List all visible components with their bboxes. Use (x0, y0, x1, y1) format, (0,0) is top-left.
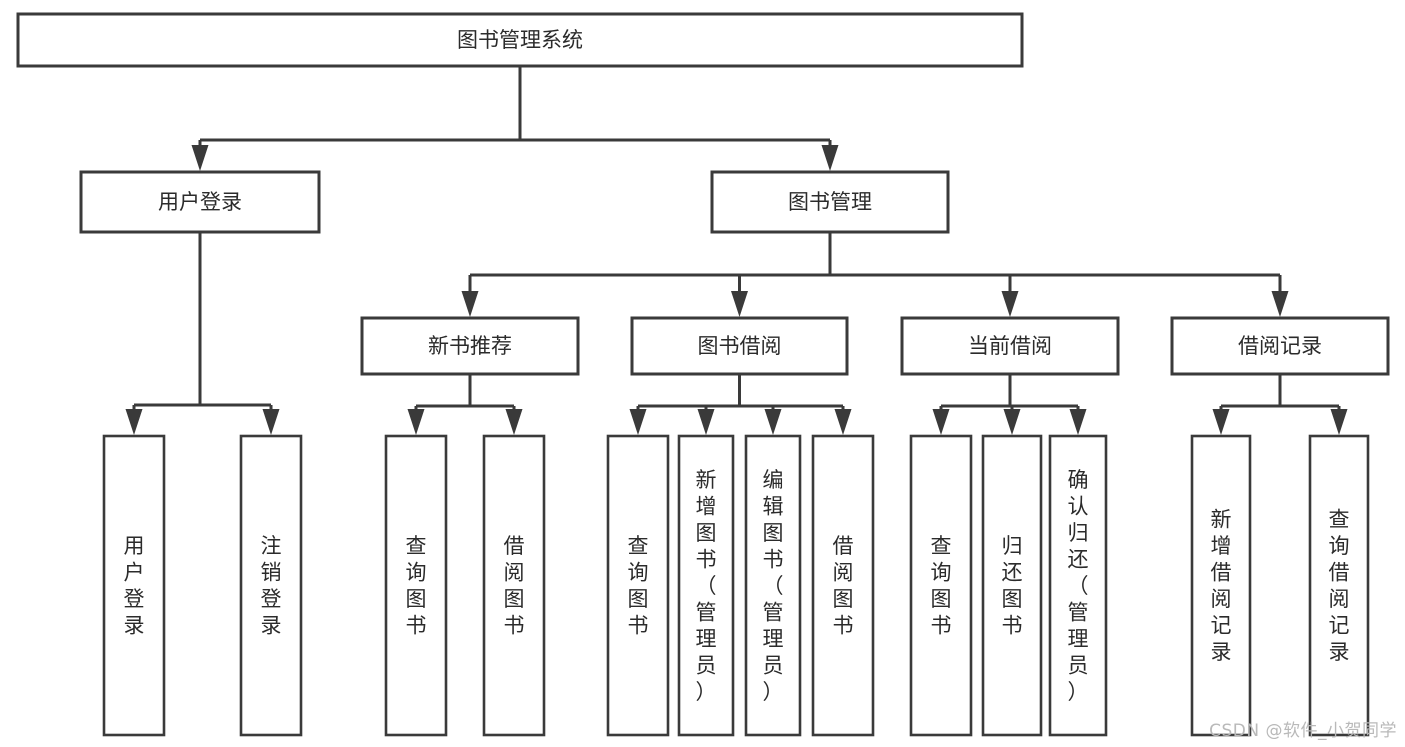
diagram-node-book-manage[interactable]: 图书管理 (710, 170, 950, 234)
node-label: 借阅图书 (833, 534, 854, 638)
arrow-head-icon (1330, 409, 1348, 435)
arrow-head-icon (125, 409, 143, 435)
arrow-head-icon (191, 145, 209, 171)
diagram-node-borrow-record[interactable]: 借阅记录 (1170, 316, 1390, 376)
arrow-head-icon (505, 409, 523, 435)
diagram-node-leaf-add-record[interactable]: 新增借阅记录 (1190, 434, 1252, 737)
node-label: 图书管理 (788, 190, 872, 214)
diagram-node-leaf-borrow-book-2[interactable]: 借阅图书 (811, 434, 875, 737)
node-label: 查询图书 (628, 534, 649, 638)
diagram-node-leaf-query-book-1[interactable]: 查询图书 (384, 434, 448, 737)
node-border (16, 12, 1024, 68)
node-label: 借阅图书 (504, 534, 525, 638)
node-border (102, 434, 166, 737)
node-border (79, 170, 321, 234)
node-border (744, 434, 802, 737)
arrow-head-icon (764, 409, 782, 435)
node-label: 图书借阅 (698, 334, 782, 358)
arrow-head-icon (629, 409, 647, 435)
node-label: 当前借阅 (968, 334, 1052, 358)
node-layer: 图书管理系统用户登录图书管理新书推荐图书借阅当前借阅借阅记录用户登录注销登录查询… (16, 12, 1390, 737)
diagram-node-leaf-query-book-3[interactable]: 查询图书 (909, 434, 973, 737)
arrow-head-icon (731, 291, 748, 317)
diagram-node-leaf-query-record[interactable]: 查询借阅记录 (1308, 434, 1370, 737)
diagram-node-leaf-borrow-book-1[interactable]: 借阅图书 (482, 434, 546, 737)
arrow-head-icon (932, 409, 950, 435)
node-label: 借阅记录 (1238, 334, 1322, 358)
node-label: 注销登录 (261, 534, 282, 638)
arrow-head-icon (407, 409, 425, 435)
watermark-text: CSDN @软件_小贺同学 (1209, 721, 1397, 741)
arrow-head-icon (821, 145, 839, 171)
node-border (710, 170, 950, 234)
node-border (1170, 316, 1390, 376)
arrow-head-icon (1069, 409, 1087, 435)
arrow-head-icon (1003, 409, 1021, 435)
diagram-node-leaf-logout[interactable]: 注销登录 (239, 434, 303, 737)
diagram-node-current-borrow[interactable]: 当前借阅 (900, 316, 1120, 376)
node-border (1308, 434, 1370, 737)
node-border (1048, 434, 1108, 737)
node-label: 新增借阅记录 (1211, 508, 1232, 665)
node-label: 新书推荐 (428, 334, 512, 358)
diagram-node-root[interactable]: 图书管理系统 (16, 12, 1024, 68)
diagram-node-leaf-user-login[interactable]: 用户登录 (102, 434, 166, 737)
diagram-node-new-book-rec[interactable]: 新书推荐 (360, 316, 580, 376)
node-border (606, 434, 670, 737)
diagram-node-user-login[interactable]: 用户登录 (79, 170, 321, 234)
node-border (1190, 434, 1252, 737)
node-label: 编辑图书（管理员） (763, 468, 784, 704)
node-border (811, 434, 875, 737)
diagram-node-leaf-return-book[interactable]: 归还图书 (981, 434, 1043, 737)
node-border (677, 434, 735, 737)
node-label: 新增图书（管理员） (696, 468, 717, 704)
diagram-node-leaf-add-book[interactable]: 新增图书（管理员） (677, 434, 735, 737)
arrow-head-icon (262, 409, 280, 435)
node-border (909, 434, 973, 737)
diagram-node-leaf-query-book-2[interactable]: 查询图书 (606, 434, 670, 737)
node-label: 归还图书 (1002, 534, 1023, 638)
node-border (630, 316, 849, 376)
node-border (384, 434, 448, 737)
node-border (360, 316, 580, 376)
diagram-node-leaf-edit-book[interactable]: 编辑图书（管理员） (744, 434, 802, 737)
node-border (239, 434, 303, 737)
node-border (981, 434, 1043, 737)
arrow-head-icon (697, 409, 715, 435)
arrow-head-icon (1212, 409, 1230, 435)
node-label: 查询图书 (931, 534, 952, 638)
node-label: 查询图书 (406, 534, 427, 638)
node-border (900, 316, 1120, 376)
diagram-node-book-borrow[interactable]: 图书借阅 (630, 316, 849, 376)
connector-layer (125, 66, 1348, 435)
node-label: 用户登录 (158, 190, 242, 214)
arrow-head-icon (1271, 291, 1289, 317)
node-label: 图书管理系统 (457, 28, 583, 52)
arrow-head-icon (461, 291, 479, 317)
arrow-head-icon (834, 409, 852, 435)
node-label: 用户登录 (124, 534, 145, 638)
arrow-head-icon (1001, 291, 1019, 317)
diagram-node-leaf-confirm-return[interactable]: 确认归还（管理员） (1048, 434, 1108, 737)
node-border (482, 434, 546, 737)
node-label: 确认归还（管理员） (1068, 468, 1089, 704)
node-label: 查询借阅记录 (1329, 508, 1350, 665)
